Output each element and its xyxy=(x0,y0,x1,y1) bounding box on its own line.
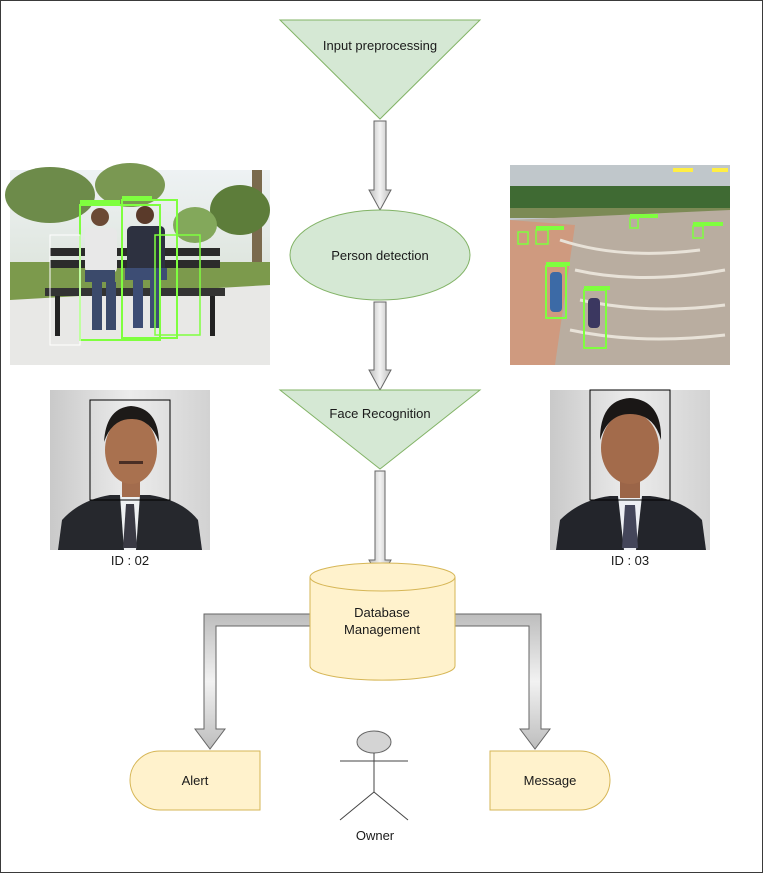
person-detection-label: Person detection xyxy=(331,248,429,263)
database-label-line2: Management xyxy=(344,622,420,637)
arrow-database-to-alert xyxy=(194,613,311,750)
message-node: Message xyxy=(489,750,611,811)
face-recognition-label: Face Recognition xyxy=(329,406,430,421)
input-preprocessing-node: Input preprocessing xyxy=(278,19,482,120)
input-preprocessing-label: Input preprocessing xyxy=(323,38,437,53)
alert-label: Alert xyxy=(182,773,209,788)
person-detection-node: Person detection xyxy=(289,209,471,301)
beach-detection-photo xyxy=(510,165,730,365)
face-recognition-node: Face Recognition xyxy=(278,389,482,470)
arrow-input-to-detection xyxy=(368,120,392,212)
owner-label: Owner xyxy=(356,828,395,843)
portrait-right-id: ID : 03 xyxy=(611,553,649,568)
bench-detection-photo xyxy=(5,163,270,365)
arrow-database-to-message xyxy=(454,613,551,750)
arrow-detection-to-recognition xyxy=(368,301,392,392)
owner-actor-icon xyxy=(339,730,409,821)
portrait-left-photo xyxy=(50,390,210,550)
portrait-right-photo xyxy=(550,389,710,550)
database-label-line1: Database xyxy=(354,605,410,620)
alert-node: Alert xyxy=(129,750,261,811)
portrait-left-id: ID : 02 xyxy=(111,553,149,568)
database-node: Database Management xyxy=(309,562,456,681)
message-label: Message xyxy=(524,773,577,788)
